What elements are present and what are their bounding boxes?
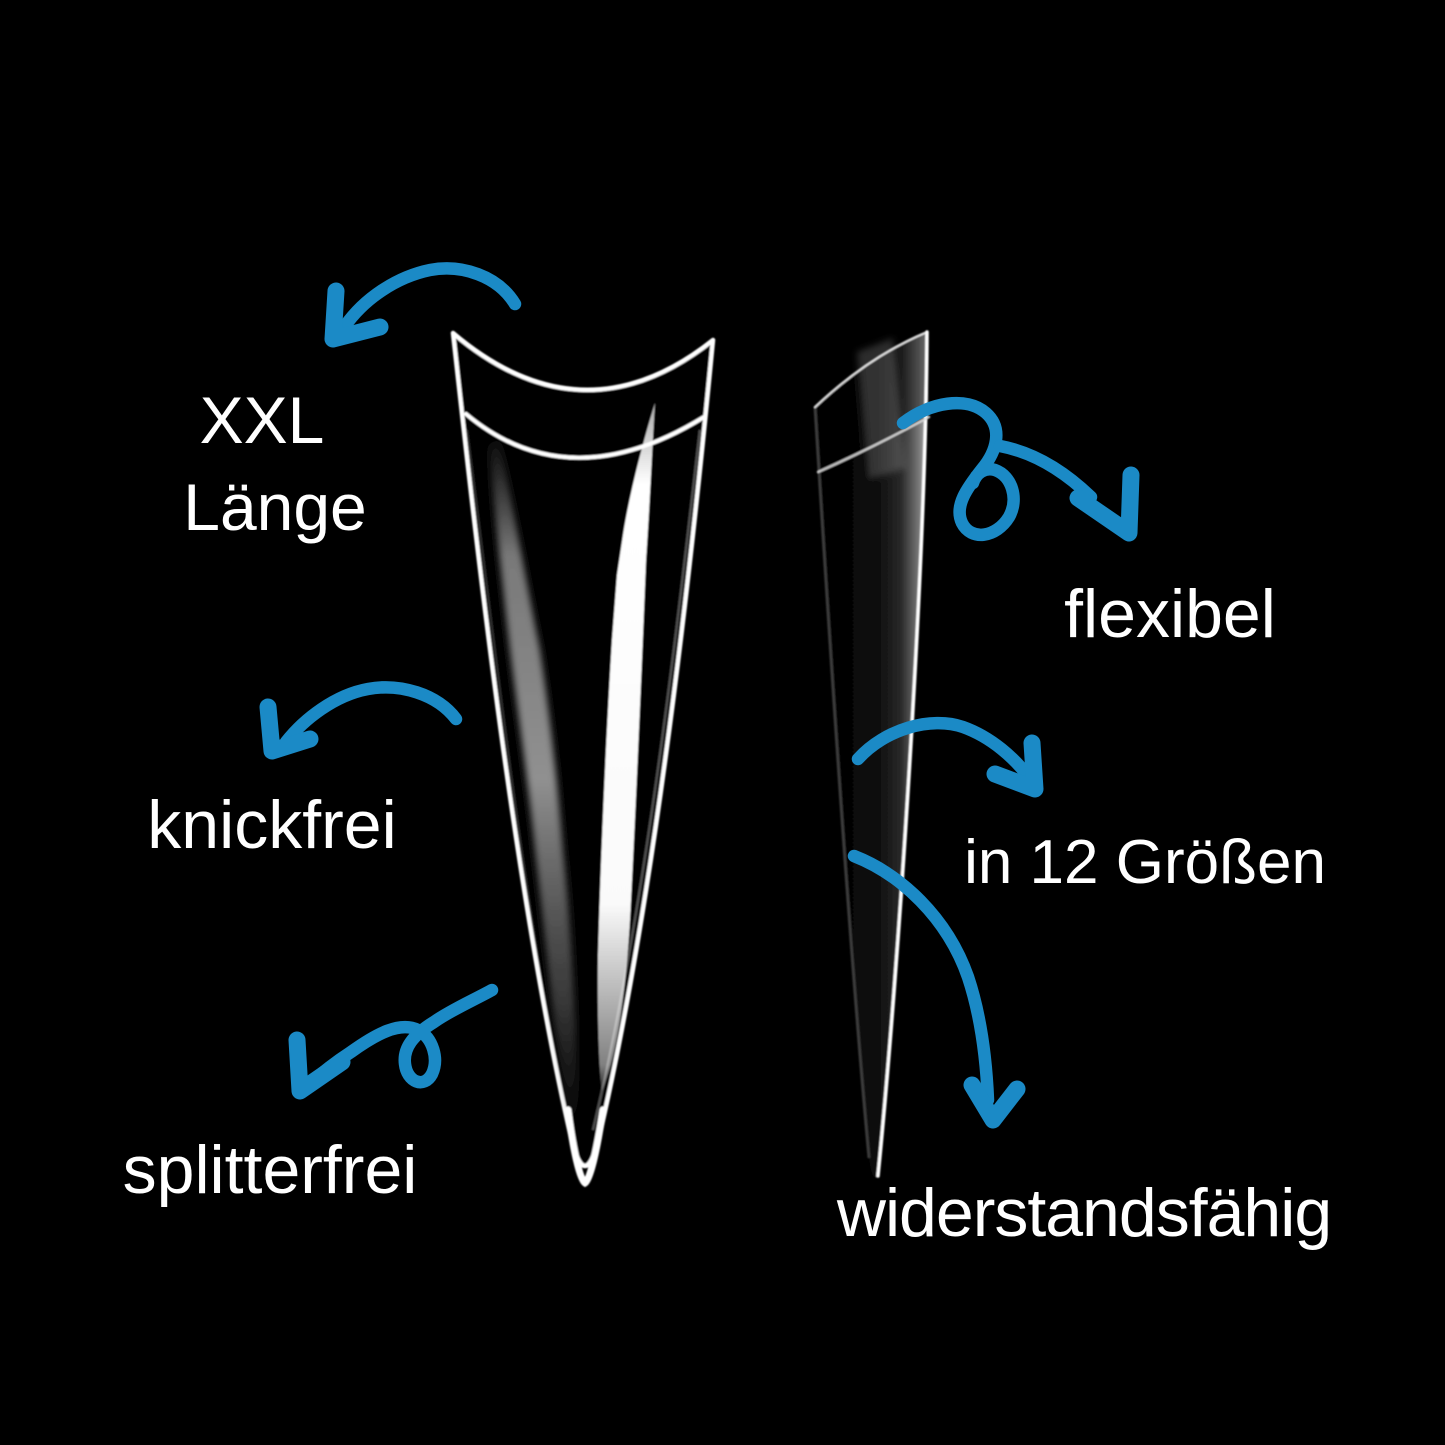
arrow-flexibel-icon — [896, 396, 1140, 542]
arrow-splitterfrei-icon — [288, 983, 499, 1100]
nail-front-view — [450, 330, 716, 1188]
label-splitterfrei: splitterfrei — [122, 1132, 418, 1208]
label-xxl: XXL — [199, 383, 325, 457]
label-knickfrei: knickfrei — [147, 787, 397, 863]
label-flexibel: flexibel — [1064, 576, 1276, 652]
label-widerstandsfaehig: widerstandsfähig — [836, 1175, 1332, 1251]
nail-side-view — [813, 330, 931, 1178]
arrow-groessen-icon — [851, 716, 1044, 798]
label-laenge: Länge — [183, 470, 367, 544]
label-groessen: in 12 Größen — [964, 828, 1326, 897]
arrow-knickfrei-icon — [259, 681, 463, 760]
arrow-xxl-laenge-icon — [324, 262, 522, 348]
arrow-widerstandsfaehig-icon — [847, 849, 1026, 1129]
